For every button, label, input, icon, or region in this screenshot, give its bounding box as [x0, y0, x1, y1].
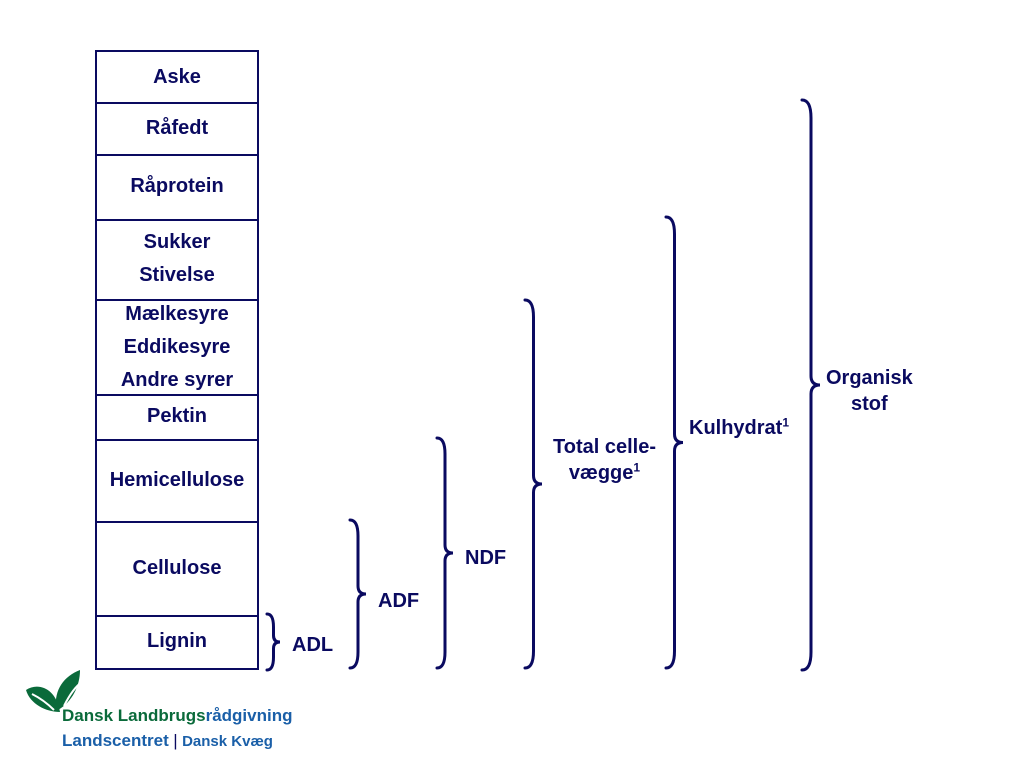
cell-label: Andre syrer [120, 369, 234, 391]
label-organisk-stof: Organisk stof [826, 367, 913, 415]
cell-label: Lignin [147, 630, 207, 652]
label-ndf: NDF [465, 547, 507, 569]
cell-syrer: Mælkesyre Eddikesyre Andre syrer [97, 299, 257, 396]
cell-label: Cellulose [132, 556, 222, 579]
brace-kulhydrat [664, 215, 684, 670]
brace-adl [265, 612, 281, 672]
cell-label: Råprotein [130, 175, 224, 197]
label-kulhydrat: Kulhydrat1 [689, 415, 790, 439]
cell-raafedt: Råfedt [97, 102, 257, 156]
logo-line-2: Landscentret | Dansk Kvæg [62, 731, 273, 750]
cell-lignin: Lignin [97, 615, 257, 668]
label-adf: ADF [378, 590, 420, 612]
cell-label: Sukker [143, 231, 211, 253]
label-total-cellevaegge: Total celle- vægge1 [553, 436, 656, 484]
cell-hemicellulose: Hemicellulose [97, 439, 257, 523]
brace-total-cellevaegge [523, 298, 543, 670]
leaf-logo-icon [26, 670, 83, 712]
cell-label: Eddikesyre [123, 336, 231, 358]
brace-ndf [435, 436, 454, 670]
cell-pektin: Pektin [97, 394, 257, 441]
cell-label: Stivelse [139, 264, 215, 286]
fraction-stack: Aske Råfedt Råprotein Sukker Stivelse Mæ… [95, 50, 259, 670]
cell-cellulose: Cellulose [97, 521, 257, 617]
brace-organisk-stof [800, 98, 821, 672]
cell-label: Pektin [146, 405, 208, 427]
cell-label: Hemicellulose [109, 468, 245, 491]
label-adl: ADL [292, 634, 334, 656]
cell-sukker-stivelse: Sukker Stivelse [97, 219, 257, 301]
brace-adf [348, 518, 367, 670]
logo-line-1: Dansk Landbrugsrådgivning [62, 706, 293, 725]
cell-label: Råfedt [145, 116, 209, 139]
cell-raaprotein: Råprotein [97, 154, 257, 221]
cell-label: Aske [153, 65, 201, 88]
cell-label: Mælkesyre [125, 303, 229, 325]
cell-aske: Aske [97, 52, 257, 104]
